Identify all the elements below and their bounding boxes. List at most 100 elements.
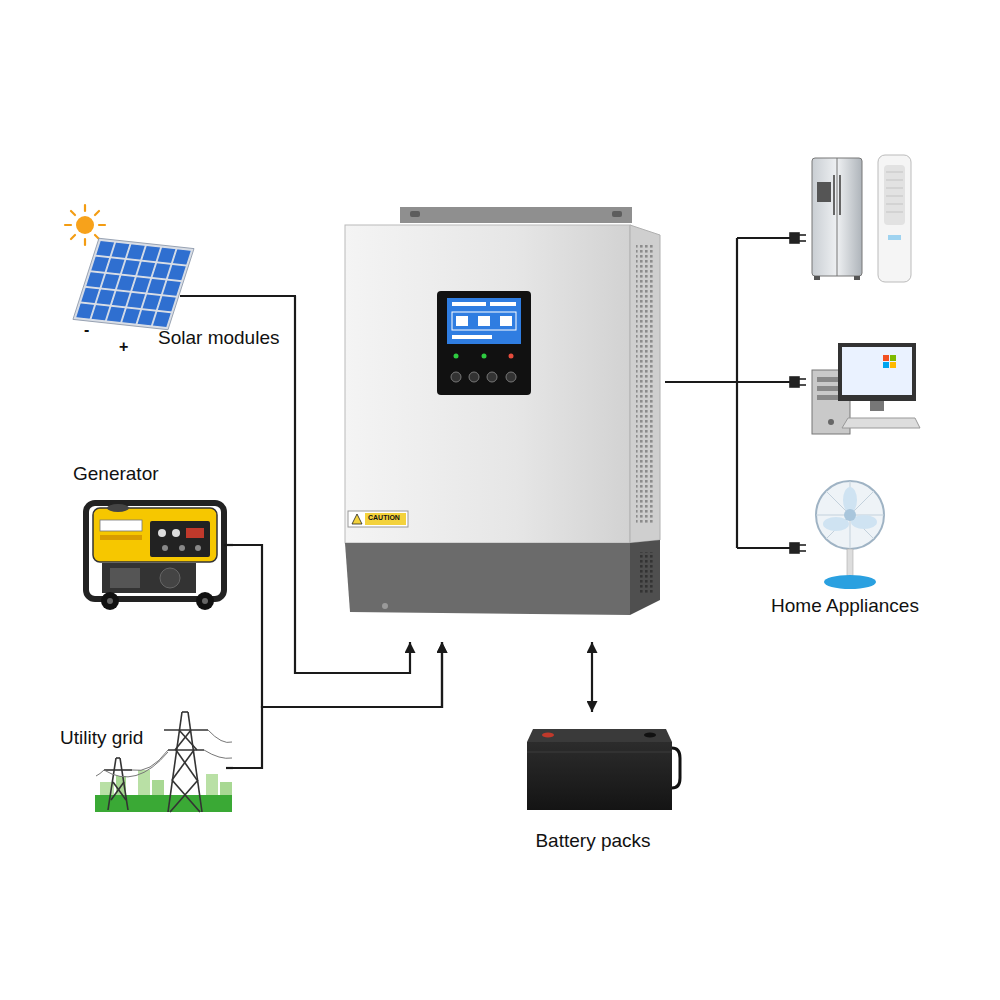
terminal-sign: -	[84, 320, 89, 339]
generator-icon	[86, 503, 224, 599]
plug-symbol	[799, 234, 806, 236]
appliances-node: Home Appliances	[735, 145, 965, 625]
utility-grid-icon	[168, 712, 182, 812]
utility-grid-icon	[132, 750, 168, 771]
battery-pack	[527, 752, 672, 753]
generator-icon	[160, 568, 180, 588]
utility-grid-icon	[113, 782, 126, 800]
air-conditioner-icon	[886, 172, 903, 173]
node-label: Utility grid	[60, 727, 143, 750]
inverter-unit	[630, 540, 660, 615]
panel-wire	[180, 295, 296, 297]
air-conditioner-icon	[886, 212, 903, 213]
generator-icon	[150, 521, 210, 557]
inverter-unit	[482, 354, 487, 359]
generator-icon	[102, 563, 196, 593]
fan-icon	[847, 549, 853, 576]
computer-icon	[870, 401, 884, 411]
utility-grid-icon	[111, 782, 124, 800]
inverter-node: CAUTION	[340, 200, 665, 642]
refrigerator-icon	[812, 158, 862, 280]
utility-grid-node: Utility grid	[55, 705, 232, 817]
computer-icon	[883, 362, 889, 368]
inverter-unit	[352, 514, 362, 524]
node-label: Battery packs	[535, 830, 650, 853]
fan-icon	[816, 481, 884, 549]
appliance-wiring	[734, 238, 790, 548]
connector-line	[232, 642, 442, 768]
air-conditioner-icon	[888, 235, 901, 240]
air-conditioner-icon	[886, 180, 903, 181]
sun-icon	[71, 235, 75, 239]
generator-icon	[110, 568, 140, 588]
solar-panel	[73, 238, 194, 329]
generator-node: Generator	[60, 460, 232, 610]
inverter-unit	[400, 207, 632, 223]
generator-icon	[100, 535, 142, 540]
solar-panel	[75, 240, 192, 328]
air-conditioner-icon	[886, 188, 903, 189]
utility-grid-icon	[152, 780, 164, 796]
utility-grid-icon	[168, 749, 204, 751]
computer-icon	[828, 419, 834, 425]
battery-pack	[527, 729, 672, 742]
terminal-sign: +	[119, 337, 128, 356]
generator-icon	[186, 528, 204, 538]
inverter-unit	[452, 302, 486, 306]
generator-icon	[93, 508, 217, 562]
inverter-unit	[447, 298, 521, 344]
sun-icon	[99, 224, 105, 226]
inverter-unit	[451, 372, 461, 382]
utility-grid-icon	[182, 711, 188, 713]
generator-icon	[100, 520, 142, 531]
connector-line	[232, 545, 442, 707]
connector-line	[295, 296, 410, 673]
battery-pack	[542, 733, 554, 738]
inverter-unit	[365, 513, 406, 525]
utility-grid-icon	[120, 758, 128, 810]
inverter-unit	[509, 354, 514, 359]
computer-icon	[883, 355, 889, 361]
generator-icon	[101, 592, 119, 610]
air-conditioner-icon	[886, 196, 903, 197]
sun-icon	[76, 216, 94, 234]
battery-pack	[644, 733, 656, 738]
utility-grid-icon	[170, 780, 198, 812]
inverter-unit	[500, 316, 512, 326]
air-conditioner-icon	[884, 165, 905, 225]
refrigerator-icon	[854, 276, 860, 280]
generator-icon	[107, 504, 129, 512]
inverter-unit	[348, 511, 408, 527]
plug-symbol	[790, 233, 799, 243]
computer-icon	[890, 355, 896, 361]
plug-symbol	[790, 233, 806, 553]
fan-icon	[824, 575, 876, 589]
utility-grid-icon	[208, 730, 232, 743]
generator-icon	[196, 592, 214, 610]
generator-icon	[195, 545, 201, 551]
inverter-unit	[490, 302, 516, 306]
inverter-unit	[506, 372, 516, 382]
air-conditioner-icon	[886, 172, 903, 212]
grid-wire	[226, 767, 233, 769]
utility-grid-icon	[96, 730, 232, 777]
connector-line	[665, 381, 735, 383]
sun-icon	[95, 211, 99, 215]
inverter-unit	[437, 291, 531, 395]
generator-icon	[162, 545, 168, 551]
air-conditioner-icon	[878, 155, 911, 282]
plug-symbol	[799, 550, 806, 552]
utility-grid-icon	[95, 712, 232, 812]
connector-line	[591, 642, 593, 712]
battery-pack	[527, 742, 672, 810]
utility-grid-icon	[164, 729, 208, 731]
appliance-wiring	[734, 238, 790, 548]
utility-grid-icon	[204, 750, 232, 758]
fan-icon	[823, 517, 849, 531]
inverter-unit	[638, 552, 654, 594]
inverter-unit	[612, 211, 622, 217]
refrigerator-icon	[817, 182, 831, 202]
